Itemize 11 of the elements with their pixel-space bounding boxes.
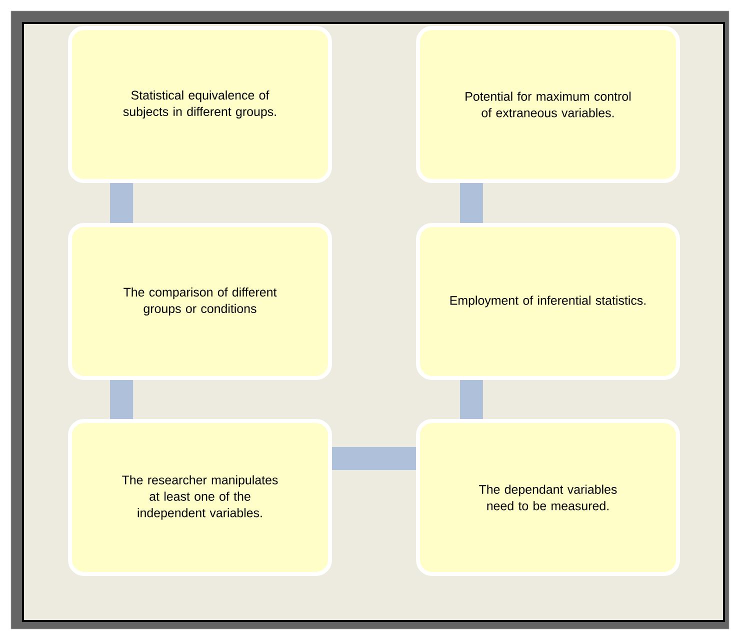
process-box: Employment of inferential statistics. bbox=[416, 223, 680, 380]
process-box: The dependant variables need to be measured. bbox=[416, 419, 680, 576]
process-box: The comparison of different groups or conditions bbox=[68, 223, 332, 380]
process-box: The researcher manipulates at least one of the independent variables. bbox=[68, 419, 332, 576]
process-box: Statistical equivalence of subjects in different groups. bbox=[68, 26, 332, 183]
connector bbox=[460, 183, 483, 223]
process-box: Potential for maximum control of extraneous variables. bbox=[416, 26, 680, 183]
connector bbox=[110, 183, 133, 223]
connector bbox=[460, 380, 483, 419]
connector bbox=[332, 447, 416, 470]
connector bbox=[110, 380, 133, 419]
